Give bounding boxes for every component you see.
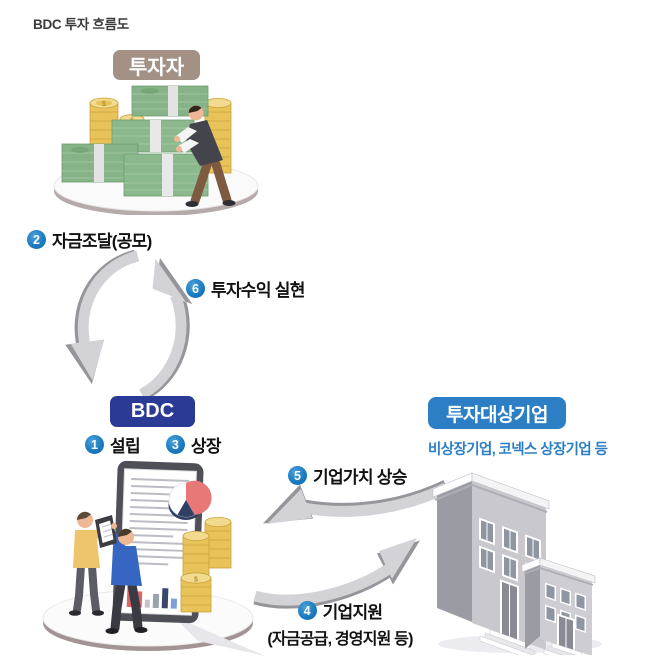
step-value-up: 5 기업가치 상승 (288, 463, 407, 488)
step-2-badge: 2 (27, 230, 46, 249)
target-company-label: 투자대상기업 (446, 404, 548, 426)
step-3-badge: 3 (165, 435, 185, 454)
step-3-label: 상장 (190, 437, 222, 456)
step-1-label: 설립 (110, 437, 141, 456)
step-support: 4 기업지원 (250, 598, 430, 623)
pie-chart-icon (168, 480, 212, 520)
small-building-icon (521, 557, 596, 655)
svg-text:$: $ (102, 101, 106, 108)
person-icon (174, 105, 236, 207)
steps-establish-list: 1 설립 3 상장 (85, 432, 221, 457)
step-funding: 2 자금조달(공모) (27, 227, 152, 252)
investor-node: 투자자 (113, 50, 200, 80)
funding-cycle-arrows-icon (65, 250, 192, 398)
step-4-badge: 4 (297, 601, 317, 620)
step-establish: 1 설립 (85, 432, 141, 457)
target-buildings-illustration (432, 472, 602, 655)
step-6-label: 투자수익 실현 (211, 281, 305, 300)
target-company-subtitle: 비상장기업, 코넥스 상장기업 등 (428, 442, 608, 458)
step-5-label: 기업가치 상승 (313, 468, 407, 487)
step-4-label: 기업지원 (322, 603, 383, 622)
investor-label: 투자자 (128, 56, 185, 79)
step-4-subtitle: (자금공급, 경영지원 등) (267, 631, 413, 648)
investor-money-illustration: $ $ (53, 85, 259, 215)
step-2-label: 자금조달(공모) (52, 232, 152, 251)
money-bundle-icon (61, 85, 209, 197)
business-cycle-arrows-icon (253, 480, 449, 609)
step-1-badge: 1 (85, 435, 104, 454)
bdc-label: BDC (130, 400, 175, 422)
svg-text:$: $ (194, 577, 198, 584)
step-support-block: 4 기업지원 (자금공급, 경영지원 등) (250, 598, 430, 649)
person-blue-icon (95, 515, 148, 634)
bdc-node: BDC (110, 396, 195, 427)
step-return: 6 투자수익 실현 (186, 276, 305, 301)
step-5-badge: 5 (288, 466, 307, 485)
step-listing: 3 상장 (165, 432, 222, 457)
page-title: BDC 투자 흐름도 (33, 17, 129, 32)
coin-stack-icon: $ (180, 517, 232, 613)
step-6-badge: 6 (186, 279, 205, 298)
bdc-operations-illustration: $ (42, 460, 265, 656)
target-company-node: 투자대상기업 (428, 397, 566, 429)
